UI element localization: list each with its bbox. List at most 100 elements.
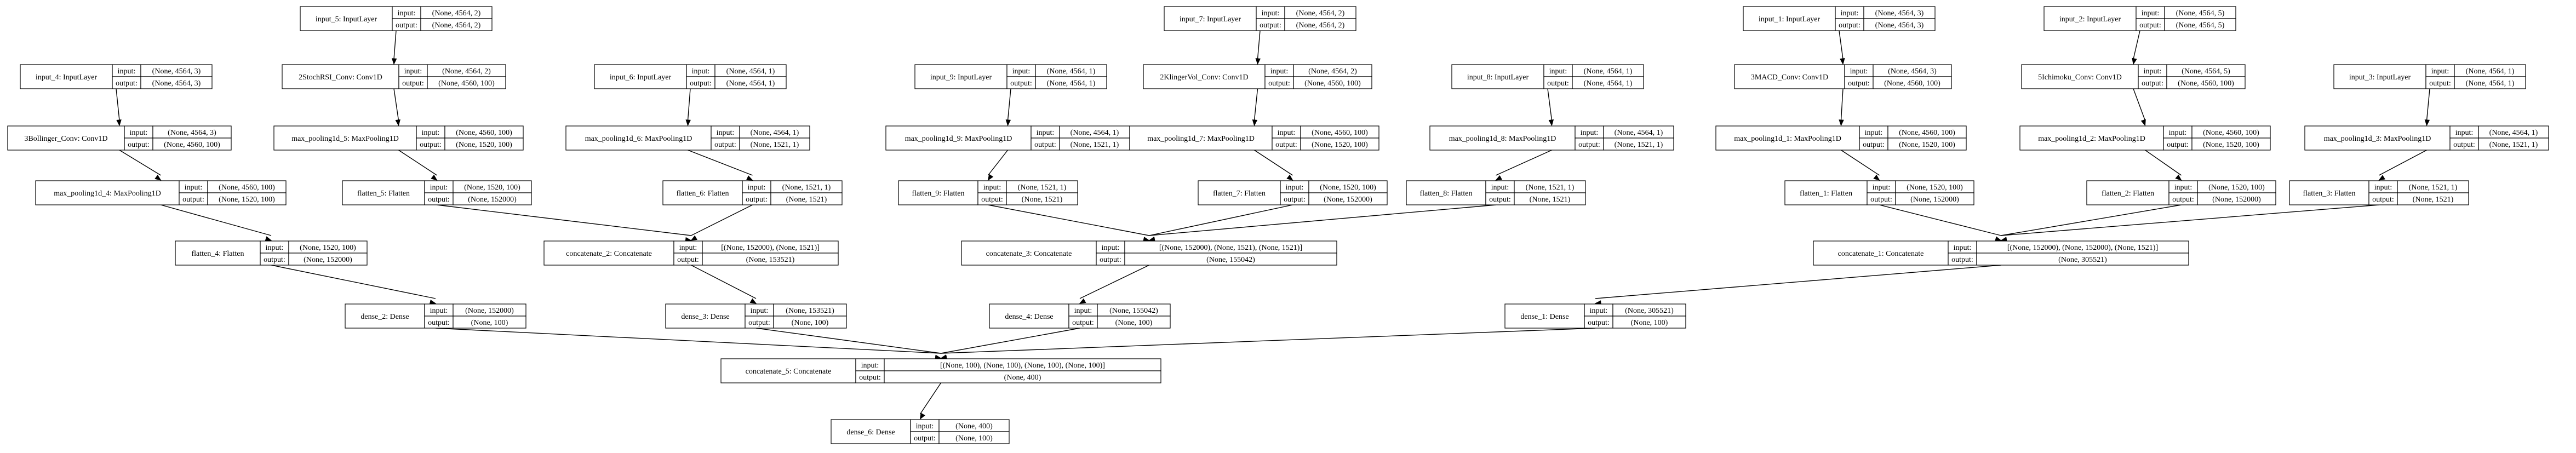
layer-name-cell — [961, 240, 1097, 266]
output-key: output: — [2172, 196, 2194, 204]
layer-name: flatten_2: Flatten — [2102, 190, 2154, 198]
output-shape: (None, 155042) — [1206, 256, 1255, 264]
edge-input_7-to-klinger_conv — [1257, 30, 1261, 60]
output-shape-cell — [884, 370, 1161, 383]
arrowhead-macd_conv-to-mp_1 — [1839, 119, 1844, 127]
input-shape: (None, 1520, 100) — [464, 184, 520, 192]
layer-name: flatten_8: Flatten — [1419, 190, 1472, 198]
output-key: output: — [1034, 141, 1056, 149]
output-key: output: — [2429, 79, 2451, 88]
output-shape-cell — [1863, 18, 1936, 31]
layer-name: dense_6: Dense — [846, 428, 895, 437]
output-shape: (None, 1520, 100) — [1899, 141, 1955, 149]
input-key: input: — [1012, 67, 1031, 76]
layer-name: max_pooling1d_2: MaxPooling1D — [2038, 135, 2145, 143]
layer-node-ichimoku_conv: 5Ichimoku_Conv: Conv1Dinput:output:(None… — [2021, 64, 2246, 89]
layer-node-mp_1: max_pooling1d_1: MaxPooling1Dinput:outpu… — [1715, 125, 1967, 151]
arrowhead-input_4-to-bollinger_conv — [116, 119, 122, 127]
edge-flatten_1-to-concat_1 — [1879, 204, 2001, 236]
edges-layer — [116, 30, 2430, 420]
input-shape: (None, 4564, 2) — [1296, 9, 1345, 18]
input-shape: (None, 4560, 100) — [219, 184, 275, 192]
layer-node-concat_5: concatenate_5: Concatenateinput:output:[… — [720, 358, 1161, 383]
output-shape-cell — [444, 137, 524, 151]
output-shape: (None, 1521, 1) — [751, 141, 799, 149]
layer-name-cell — [1504, 303, 1585, 329]
layer-name-cell — [2019, 125, 2164, 151]
edge-flatten_2-to-concat_1 — [2001, 204, 2182, 236]
input-key: input: — [266, 244, 284, 252]
edge-concat_3-to-dense_4 — [1079, 265, 1149, 299]
output-key: output: — [1260, 21, 1281, 30]
edge-input_6-to-mp_6 — [687, 88, 691, 121]
output-shape: (None, 4560, 100) — [1304, 79, 1361, 88]
output-shape-cell — [2166, 76, 2246, 89]
input-shape: (None, 4564, 1) — [1047, 67, 1096, 76]
arrowhead-input_2-to-ichimoku_conv — [2132, 58, 2137, 65]
layer-name: 2KlingerVol_Conv: Conv1D — [1160, 73, 1248, 82]
output-shape: (None, 100) — [955, 434, 993, 443]
arrowhead-mp_6-to-flatten_6 — [746, 175, 753, 181]
layer-node-bollinger_conv: 3Bollinger_Conv: Conv1Dinput:output:(Non… — [7, 125, 232, 151]
output-shape: (None, 400) — [1004, 374, 1041, 382]
layer-name: max_pooling1d_7: MaxPooling1D — [1147, 135, 1255, 143]
input-shape: (None, 4564, 1) — [726, 67, 775, 76]
arrowhead-mp_2-to-flatten_2 — [2175, 174, 2182, 181]
layer-name-cell — [342, 180, 425, 205]
output-shape: (None, 100) — [471, 319, 508, 327]
arrowhead-mp_4-to-flatten_4 — [265, 236, 272, 242]
layer-node-mp_7: max_pooling1d_7: MaxPooling1Dinput:outpu… — [1129, 125, 1379, 151]
output-key: output: — [2142, 79, 2163, 88]
output-shape-cell — [453, 316, 526, 329]
edge-concat_1-to-dense_1 — [1595, 265, 2001, 299]
output-shape: (None, 100) — [1115, 319, 1153, 327]
arrowhead-input_3-to-mp_3 — [2424, 119, 2430, 127]
edge-klinger_conv-to-mp_7 — [1253, 88, 1258, 121]
arrowhead-stoch_conv-to-mp_5 — [395, 119, 400, 127]
input-key: input: — [751, 307, 769, 315]
input-shape: [(None, 152000), (None, 1521), (None, 15… — [1159, 244, 1302, 252]
output-shape-cell — [453, 192, 532, 205]
layer-name-cell — [2086, 180, 2169, 205]
output-shape-cell — [140, 76, 213, 89]
layer-node-mp_8: max_pooling1d_8: MaxPooling1Dinput:outpu… — [1429, 125, 1674, 151]
input-shape: (None, 155042) — [1109, 307, 1158, 315]
arrowhead-bollinger_conv-to-mp_4 — [154, 174, 162, 181]
output-key: output: — [1275, 141, 1297, 149]
layer-name-cell — [1143, 64, 1266, 89]
input-key: input: — [1841, 9, 1859, 18]
input-shape: [(None, 152000), (None, 152000), (None, … — [2007, 244, 2158, 252]
output-shape-cell — [152, 137, 232, 151]
edge-input_5-to-stoch_conv — [393, 30, 397, 60]
output-key: output: — [402, 79, 424, 88]
output-shape-cell — [1572, 76, 1644, 89]
layer-node-mp_2: max_pooling1d_2: MaxPooling1Dinput:outpu… — [2019, 125, 2271, 151]
input-key: input: — [185, 184, 203, 192]
layer-name: max_pooling1d_6: MaxPooling1D — [585, 135, 692, 143]
edge-flatten_9-to-concat_3 — [988, 204, 1149, 236]
input-key: input: — [1262, 9, 1280, 18]
layer-name-cell — [1715, 125, 1860, 151]
edge-concat_5-to-dense_6 — [919, 382, 942, 415]
output-shape-cell — [1514, 192, 1586, 205]
layer-name-cell — [1129, 125, 1273, 151]
edge-flatten_4-to-dense_2 — [271, 265, 436, 299]
output-key: output: — [1863, 141, 1885, 149]
layer-name-cell — [594, 64, 687, 89]
input-key: input: — [1102, 244, 1120, 252]
layer-name-cell — [914, 64, 1007, 89]
layer-name: 2StochRSI_Conv: Conv1D — [299, 73, 382, 82]
output-shape: (None, 153521) — [746, 256, 795, 264]
output-shape-cell — [207, 192, 287, 205]
output-shape: (None, 1521) — [2413, 196, 2454, 204]
output-shape-cell — [770, 192, 843, 205]
input-key: input: — [679, 244, 697, 252]
